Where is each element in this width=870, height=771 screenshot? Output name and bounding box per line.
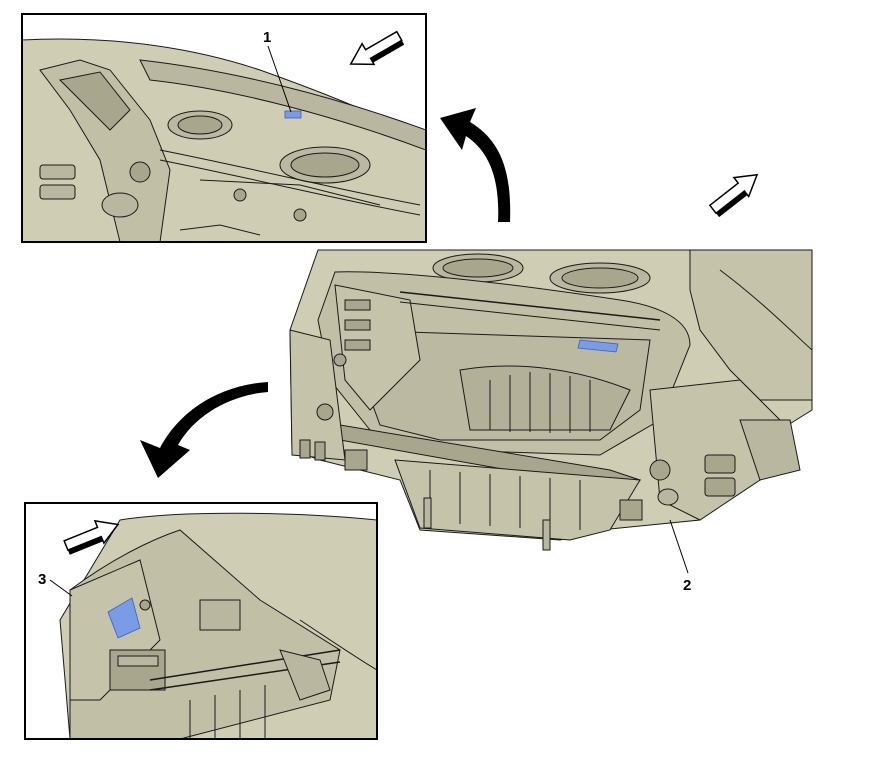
curved-arrow-up-icon [440,108,511,222]
leader-line-1 [267,45,292,113]
bottom-detail-inset: 3 [24,502,378,740]
direction-arrow-bottom-icon [63,519,120,555]
vehicle-rear-view [289,249,813,551]
direction-arrow-right-icon [708,173,759,218]
direction-arrow-top-icon [349,30,405,66]
highlight-part-3 [107,597,141,639]
top-inset-border [21,13,427,243]
callout-1: 1 [263,29,271,46]
callout-2: 2 [683,577,691,594]
highlight-part-1 [284,110,302,119]
highlight-part-2 [577,339,619,353]
curved-arrow-down-icon [140,382,268,478]
leader-line-2 [669,519,689,574]
leader-line-3 [49,579,73,597]
top-detail-inset: 1 [21,13,427,243]
callout-3: 3 [38,571,46,588]
bottom-inset-border [24,502,378,740]
